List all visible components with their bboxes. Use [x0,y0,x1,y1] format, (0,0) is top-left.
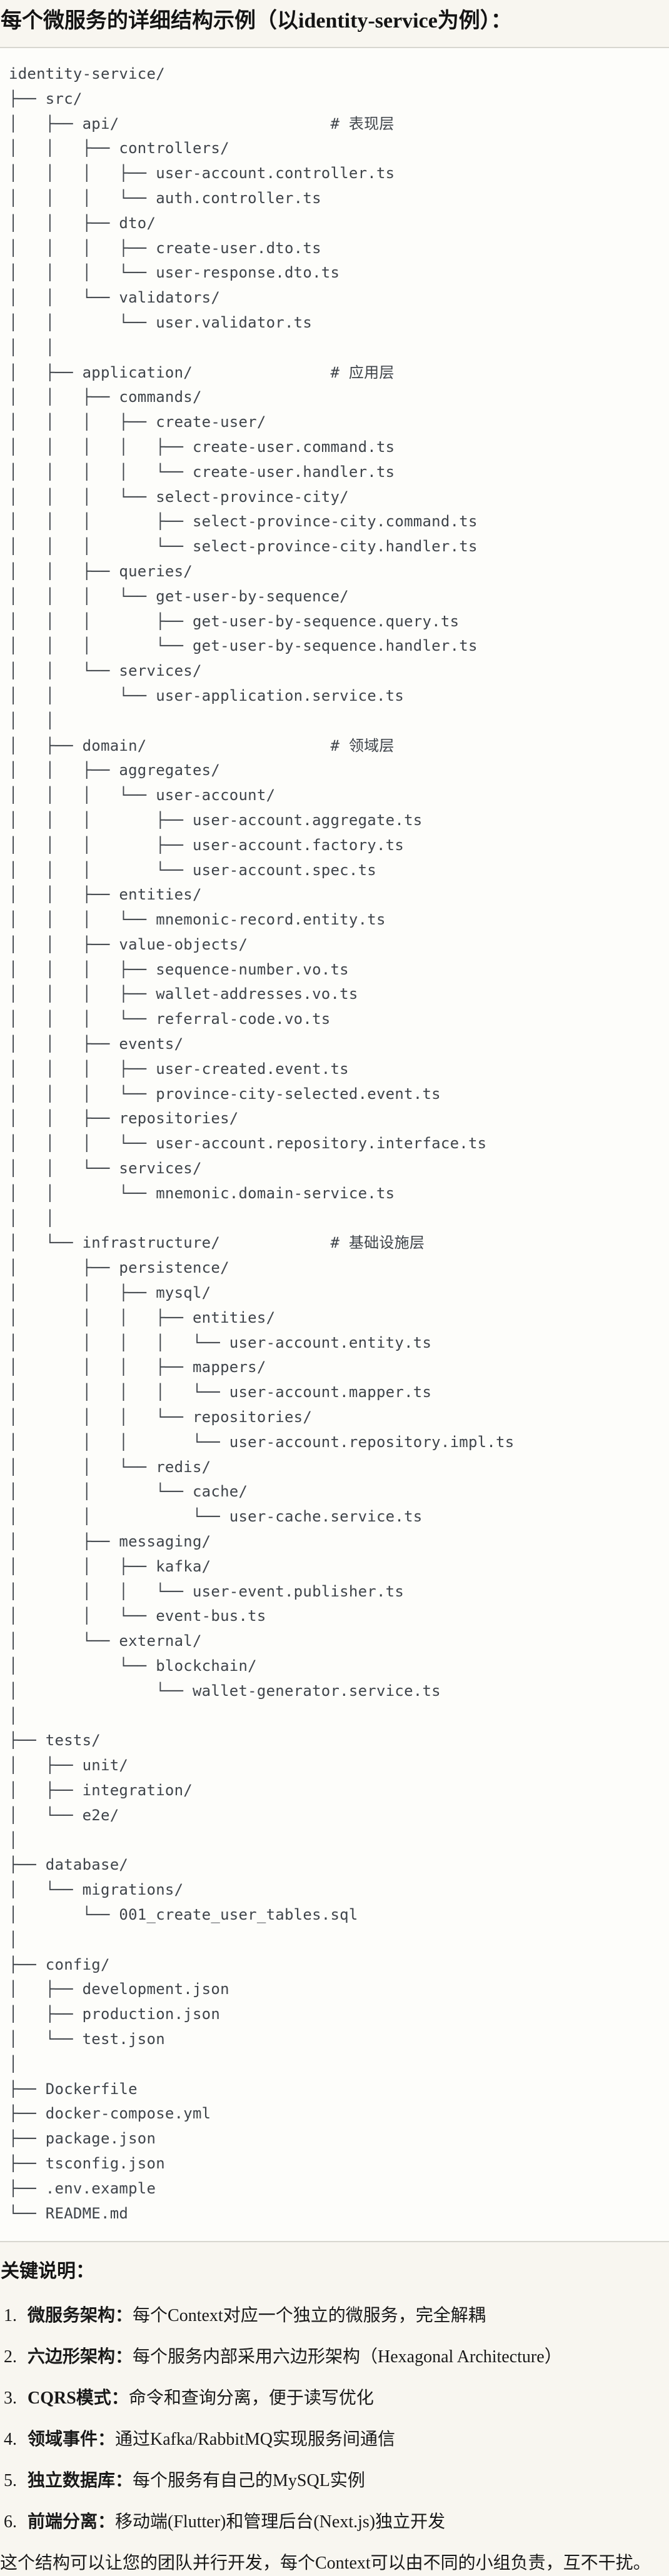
code-block: identity-service/ ├── src/ │ ├── api/ # … [0,47,669,2243]
note-colon: ： [98,2512,116,2532]
note-number: 2. [4,2347,17,2367]
note-term: 独立数据库 [28,2471,116,2491]
note-item-domain-events: 4. 领域事件：通过Kafka/RabbitMQ实现服务间通信 [0,2427,669,2452]
notes-heading: 关键说明： [1,2261,94,2282]
page-title: 每个微服务的详细结构示例（以identity-service为例）： [1,9,512,33]
note-number: 6. [4,2512,17,2532]
note-term: 六边形架构 [28,2347,116,2367]
note-term: 微服务架构 [28,2306,116,2326]
note-item-microservice: 1. 微服务架构：每个Context对应一个独立的微服务，完全解耦 [0,2303,669,2328]
note-colon: ： [98,2430,116,2450]
note-item-cqrs: 3. CQRS模式：命令和查询分离，便于读写优化 [0,2386,669,2411]
note-desc: 命令和查询分离，便于读写优化 [128,2388,374,2408]
note-colon: ： [115,2306,133,2326]
note-colon: ： [115,2347,133,2367]
notes-footer: 这个结构可以让您的团队并行开发，每个Context可以由不同的小组负责，互不干扰… [0,2553,651,2573]
note-number: 1. [4,2306,17,2326]
note-number: 5. [4,2471,17,2491]
note-number: 3. [4,2388,17,2408]
note-desc: 移动端(Flutter)和管理后台(Next.js)独立开发 [115,2512,446,2532]
notes-list: 1.微服务架构：每个Context对应一个独立的微服务，完全解耦 2.六边形架构… [0,2303,669,2535]
note-item-frontend-separation: 6. 前端分离：移动端(Flutter)和管理后台(Next.js)独立开发 [0,2510,669,2535]
note-colon: ： [111,2388,129,2408]
note-number: 4. [4,2430,17,2450]
note-desc: 每个服务有自己的MySQL实例 [133,2471,365,2491]
note-item-hexagonal: 2. 六边形架构：每个服务内部采用六边形架构（Hexagonal Architec… [0,2345,669,2370]
note-term: 领域事件 [28,2430,98,2450]
directory-tree: identity-service/ ├── src/ │ ├── api/ # … [9,65,515,2222]
note-colon: ： [115,2471,133,2491]
note-term: CQRS模式 [28,2388,111,2408]
note-desc: 每个服务内部采用六边形架构（Hexagonal Architecture） [133,2347,562,2367]
note-desc: 每个Context对应一个独立的微服务，完全解耦 [133,2306,486,2326]
note-term: 前端分离 [28,2512,98,2532]
note-item-independent-db: 5. 独立数据库：每个服务有自己的MySQL实例 [0,2468,669,2493]
note-desc: 通过Kafka/RabbitMQ实现服务间通信 [115,2430,395,2450]
